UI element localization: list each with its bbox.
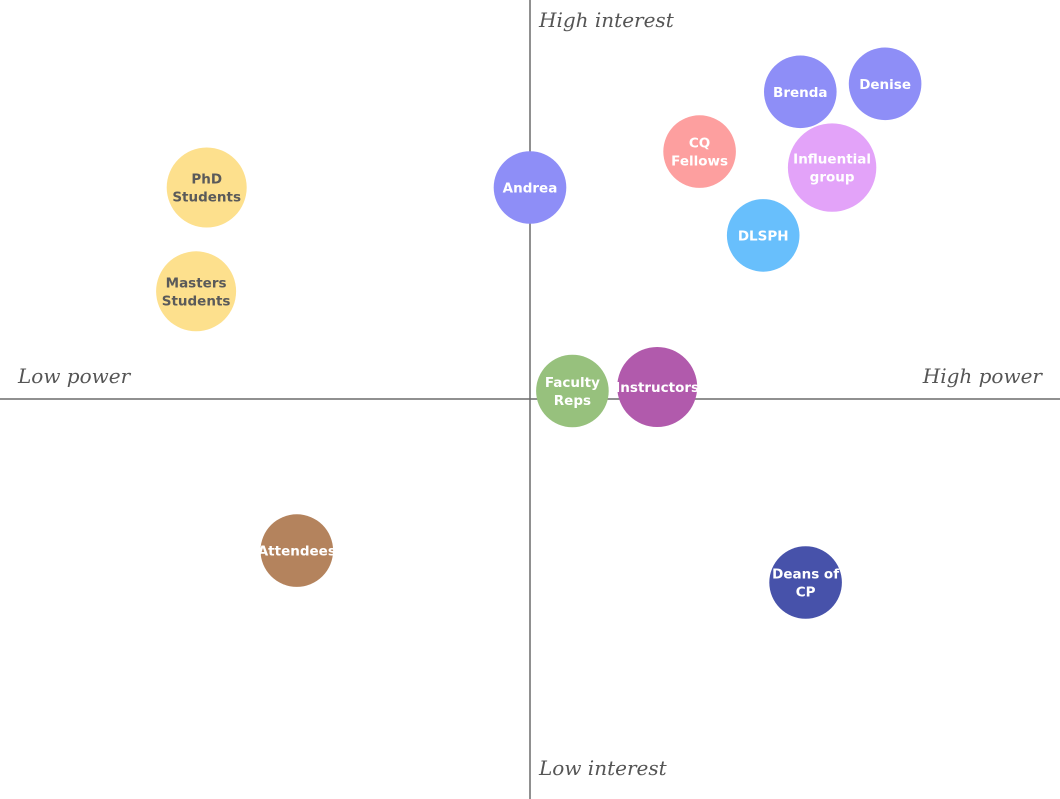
stakeholder-node-denise: Denise xyxy=(848,47,922,121)
stakeholder-label-phd: Students xyxy=(172,190,241,206)
stakeholder-label-dlsph: DLSPH xyxy=(738,228,789,244)
low-power-label: Low power xyxy=(17,364,132,388)
stakeholder-bubble-andrea xyxy=(493,151,567,224)
stakeholder-label-deans: Deans of xyxy=(772,567,839,583)
stakeholder-bubble-instructors xyxy=(617,347,698,427)
stakeholder-label-deans: CP xyxy=(796,585,816,601)
stakeholder-bubble-dlsph xyxy=(726,199,800,272)
stakeholder-label-denise: Denise xyxy=(859,77,911,93)
stakeholder-label-influential: group xyxy=(810,170,855,186)
low-interest-label: Low interest xyxy=(538,756,668,780)
stakeholder-label-faculty: Reps xyxy=(554,393,591,409)
stakeholder-label-andrea: Andrea xyxy=(503,181,558,197)
stakeholder-bubble-deans xyxy=(769,546,842,619)
high-interest-label: High interest xyxy=(538,8,675,32)
stakeholder-bubble-masters xyxy=(156,251,237,332)
stakeholder-node-cq: CQ Fellows xyxy=(663,115,736,188)
stakeholder-node-attendees: Attendees xyxy=(258,514,336,587)
stakeholder-label-cq: CQ xyxy=(689,136,710,152)
stakeholder-label-instructors: Instructors xyxy=(615,380,699,396)
stakeholder-bubble-brenda xyxy=(764,55,837,129)
stakeholder-bubble-attendees xyxy=(260,514,334,587)
high-power-label: High power xyxy=(922,364,1044,388)
stakeholder-label-masters: Masters xyxy=(166,275,227,291)
stakeholder-node-dlsph: DLSPH xyxy=(726,199,800,272)
stakeholder-bubble-influential xyxy=(787,123,877,212)
stakeholder-label-influential: Influential xyxy=(793,152,871,168)
stakeholder-label-masters: Students xyxy=(162,293,231,309)
stakeholder-node-influential: Influential group xyxy=(787,123,877,212)
stakeholder-bubble-denise xyxy=(848,47,922,121)
stakeholder-label-brenda: Brenda xyxy=(773,85,828,101)
stakeholder-label-phd: PhD xyxy=(191,172,222,188)
stakeholder-label-attendees: Attendees xyxy=(258,544,336,560)
stakeholder-node-andrea: Andrea xyxy=(493,151,567,224)
stakeholder-node-deans: Deans of CP xyxy=(769,546,842,619)
stakeholder-node-phd: PhD Students xyxy=(166,147,247,228)
stakeholder-label-cq: Fellows xyxy=(671,154,728,170)
stakeholder-node-brenda: Brenda xyxy=(764,55,837,129)
stakeholder-label-faculty: Faculty xyxy=(545,375,600,391)
stakeholder-node-instructors: Instructors xyxy=(615,347,699,427)
stakeholder-bubble-faculty xyxy=(536,354,609,428)
stakeholder-bubble-phd xyxy=(166,147,247,228)
stakeholder-bubble-cq xyxy=(663,115,736,188)
